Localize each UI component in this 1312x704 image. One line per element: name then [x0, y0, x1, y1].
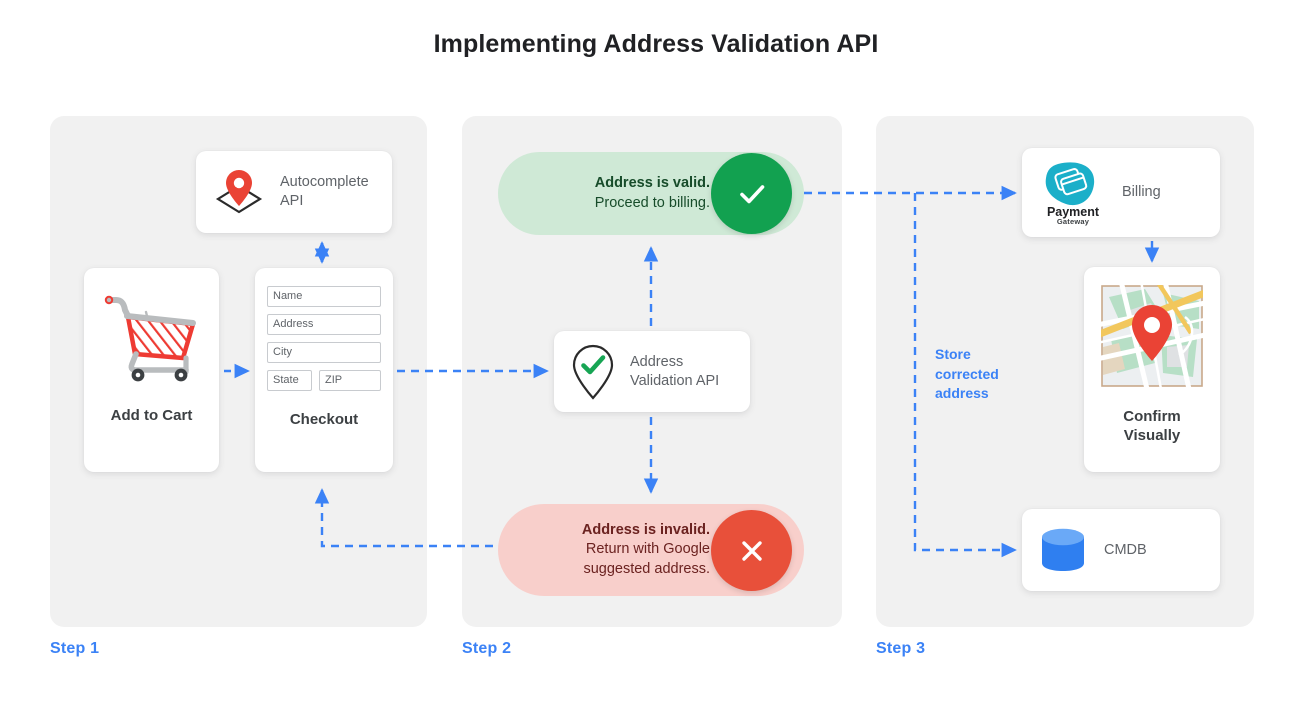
close-icon	[741, 540, 762, 561]
page-title: Implementing Address Validation API	[433, 30, 879, 58]
add-to-cart-caption: Add to Cart	[110, 407, 193, 424]
address-valid-text: Address is valid. Proceed to billing.	[594, 175, 710, 211]
store-corrected-address-note: Store corrected address	[935, 346, 999, 401]
cmdb-label: CMDB	[1104, 541, 1147, 558]
check-icon	[739, 184, 764, 203]
city-field[interactable]: City	[267, 342, 381, 363]
pin-check-icon	[568, 342, 618, 402]
name-field[interactable]: Name	[267, 286, 381, 307]
checkout-caption: Checkout	[289, 411, 359, 428]
database-icon	[1036, 524, 1090, 576]
payment-gateway-wordmark-bottom: Gateway	[1057, 217, 1090, 226]
state-field[interactable]: State	[267, 370, 312, 391]
address-invalid-text: Address is invalid. Return with Google s…	[581, 521, 710, 577]
invalid-status-badge	[711, 510, 792, 591]
step-2-label: Step 2	[462, 640, 512, 657]
autocomplete-api-label: Autocomplete API	[280, 174, 369, 209]
payment-gateway-icon: Payment Gateway	[1036, 160, 1110, 226]
address-validation-api-label: Address Validation API	[630, 353, 720, 389]
confirm-visually-caption: Confirm Visually	[1123, 408, 1181, 444]
shopping-cart-icon	[100, 290, 204, 382]
step-1-label: Step 1	[50, 640, 100, 657]
autocomplete-api-card[interactable]: Autocomplete API	[196, 151, 392, 233]
checkout-form: Name Address City State ZIP	[267, 286, 381, 391]
address-field[interactable]: Address	[267, 314, 381, 335]
checkout-card[interactable]: Name Address City State ZIP Checkout	[255, 268, 393, 472]
valid-status-badge	[711, 153, 792, 234]
map-thumbnail-icon	[1101, 285, 1203, 387]
add-to-cart-card[interactable]: Add to Cart	[84, 268, 219, 472]
confirm-visually-card[interactable]: Confirm Visually	[1084, 267, 1220, 472]
zip-field[interactable]: ZIP	[319, 370, 381, 391]
cmdb-card[interactable]: CMDB	[1022, 509, 1220, 591]
billing-card[interactable]: Payment Gateway Billing	[1022, 148, 1220, 237]
state-zip-row: State ZIP	[267, 370, 381, 391]
payment-gateway-wordmark-top: Payment	[1047, 205, 1100, 219]
step-3-label: Step 3	[876, 640, 926, 657]
address-validation-api-card[interactable]: Address Validation API	[554, 331, 750, 412]
billing-label: Billing	[1122, 184, 1161, 200]
map-pin-diamond-icon	[210, 165, 268, 219]
